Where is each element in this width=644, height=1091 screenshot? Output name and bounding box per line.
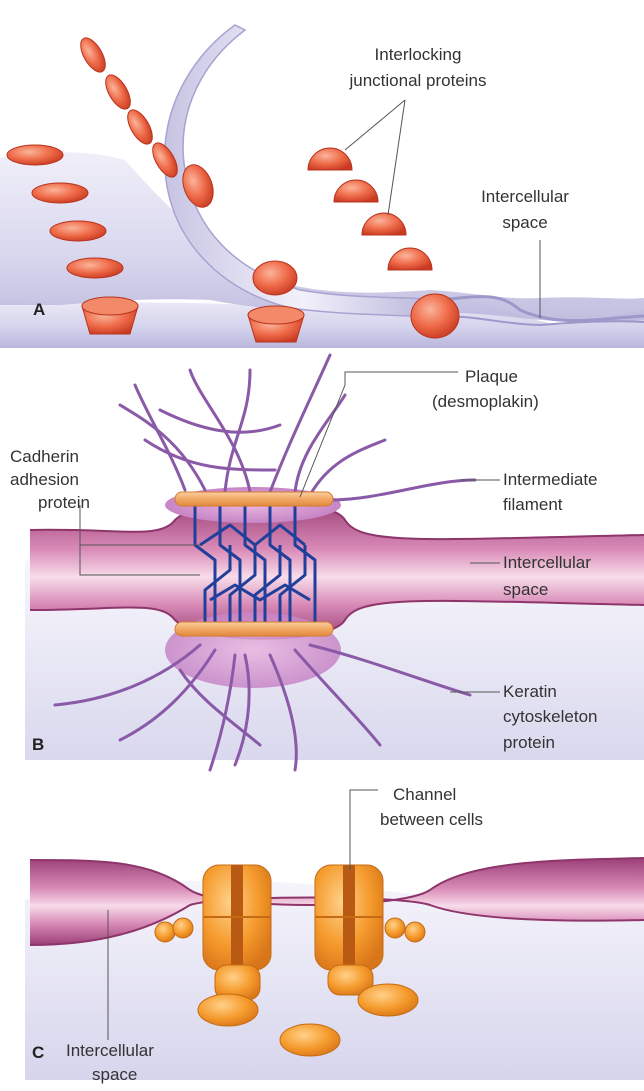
label-intercellular-b: Intercellular — [503, 553, 591, 572]
label-protein: protein — [38, 493, 90, 512]
panel-a: Interlocking junctional proteins Interce… — [0, 25, 644, 348]
label-intercellular: Intercellular — [481, 187, 569, 206]
plaque-bar-upper — [175, 492, 333, 506]
label-junctional-proteins: junctional proteins — [348, 71, 486, 90]
label-interlocking: Interlocking — [375, 45, 462, 64]
label-cadherin: Cadherin — [10, 447, 79, 466]
label-channel: Channel — [393, 785, 456, 804]
junctional-protein — [67, 258, 123, 278]
junctional-protein — [388, 248, 432, 270]
label-keratin: Keratin — [503, 682, 557, 701]
label-filament: filament — [503, 495, 563, 514]
leader-line — [345, 372, 458, 385]
leader-line — [350, 790, 378, 870]
label-plaque: Plaque — [465, 367, 518, 386]
connexin-cluster — [198, 994, 258, 1026]
label-space-c: space — [92, 1065, 137, 1084]
junctional-protein — [7, 145, 63, 165]
label-between-cells: between cells — [380, 810, 483, 829]
junctional-protein — [253, 261, 297, 295]
junctional-protein — [123, 106, 158, 148]
label-intercellular-c: Intercellular — [66, 1041, 154, 1060]
label-cytoskeleton: cytoskeleton — [503, 707, 598, 726]
label-space-b: space — [503, 580, 548, 599]
plaque-bar-lower — [175, 622, 333, 636]
junctional-protein — [362, 213, 406, 235]
connexin-cluster — [280, 1024, 340, 1056]
label-desmoplakin: (desmoplakin) — [432, 392, 539, 411]
junctional-protein — [76, 34, 111, 76]
panel-letter-a: A — [33, 300, 45, 319]
label-intermediate: Intermediate — [503, 470, 598, 489]
junctional-protein — [50, 221, 106, 241]
junctional-protein — [308, 148, 352, 170]
panel-c: Channel between cells Intercellular spac… — [25, 785, 644, 1084]
label-keratin-protein: protein — [503, 733, 555, 752]
panel-b: Plaque (desmoplakin) Cadherin adhesion p… — [10, 355, 644, 770]
junctional-protein — [334, 180, 378, 202]
label-space: space — [502, 213, 547, 232]
leader-line — [345, 100, 405, 150]
connexin-cluster — [358, 984, 418, 1016]
junctional-protein — [101, 71, 136, 113]
junctional-protein — [411, 294, 459, 338]
leader-line — [388, 100, 405, 215]
intermediate-filaments — [120, 355, 475, 500]
panel-letter-b: B — [32, 735, 44, 754]
junctional-protein — [32, 183, 88, 203]
panel-letter-c: C — [32, 1043, 44, 1062]
label-adhesion: adhesion — [10, 470, 79, 489]
